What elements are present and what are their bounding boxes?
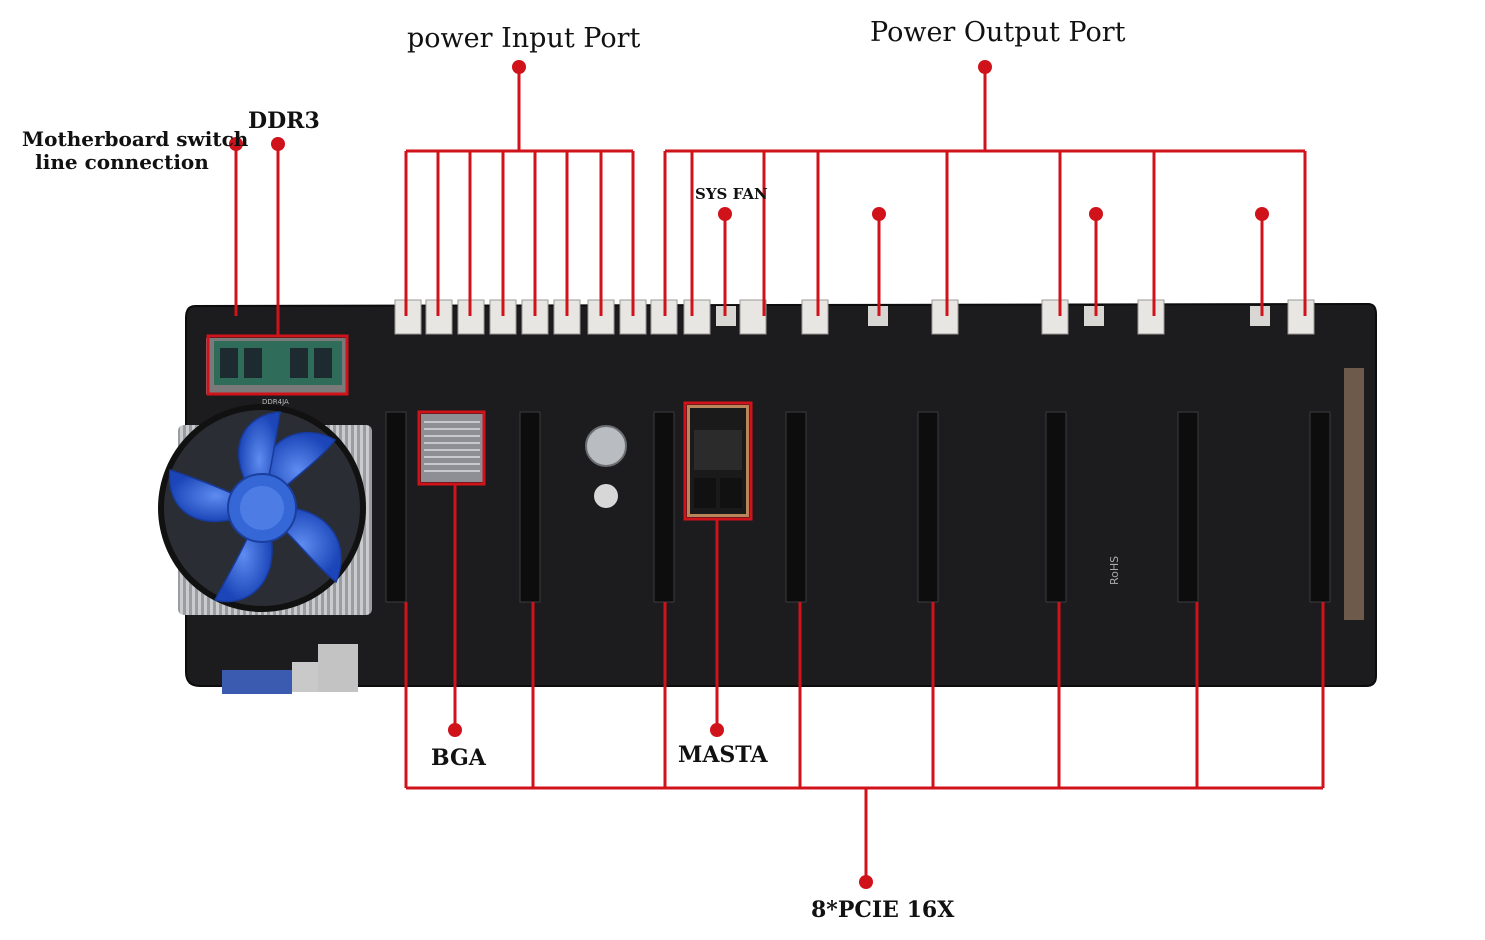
ddr3-label: DDR3 bbox=[248, 108, 320, 134]
motherboard-switch-line1: Motherboard switch bbox=[22, 127, 249, 151]
ram-slot-text: DDR4JA bbox=[262, 398, 289, 406]
cmos-battery bbox=[585, 425, 627, 467]
bga-chip bbox=[421, 414, 483, 482]
masta-card bbox=[687, 405, 749, 517]
motherboard-switch-line2: line connection bbox=[35, 150, 209, 174]
bga-label: BGA bbox=[431, 745, 486, 771]
usb-port bbox=[292, 662, 318, 692]
right-edge-pins bbox=[1344, 368, 1364, 620]
pcie-slot-8 bbox=[1309, 411, 1331, 603]
power-input-port-label: power Input Port bbox=[407, 23, 641, 54]
pcie-slot-1 bbox=[385, 411, 407, 603]
ddr3-ram-module: DDR4JA bbox=[206, 338, 348, 406]
pcie-slot-3 bbox=[653, 411, 675, 603]
motherboard: DDR4JA bbox=[158, 299, 1377, 694]
motherboard-switch-label: Motherboard switch line connection bbox=[22, 127, 249, 174]
power-output-port-label: Power Output Port bbox=[870, 17, 1126, 48]
rohs-mark: RoHS bbox=[1108, 556, 1121, 585]
sys-fan-label: SYS FAN bbox=[695, 185, 768, 203]
pcie-slot-7 bbox=[1177, 411, 1199, 603]
pcie-slot-6 bbox=[1045, 411, 1067, 603]
pcie-slot-2 bbox=[519, 411, 541, 603]
callout-dots bbox=[229, 60, 1269, 889]
pcie-slots bbox=[385, 411, 1331, 603]
pcie-slot-5 bbox=[917, 411, 939, 603]
masta-label: MASTA bbox=[678, 742, 768, 768]
pcie-label: 8*PCIE 16X bbox=[811, 897, 955, 923]
buzzer bbox=[594, 484, 618, 508]
callout-lines bbox=[206, 67, 1325, 882]
power-output-connectors bbox=[650, 299, 1315, 335]
cpu-fan bbox=[158, 404, 372, 615]
vga-port bbox=[222, 670, 292, 694]
pcie-slot-4 bbox=[785, 411, 807, 603]
ethernet-port bbox=[318, 644, 358, 692]
